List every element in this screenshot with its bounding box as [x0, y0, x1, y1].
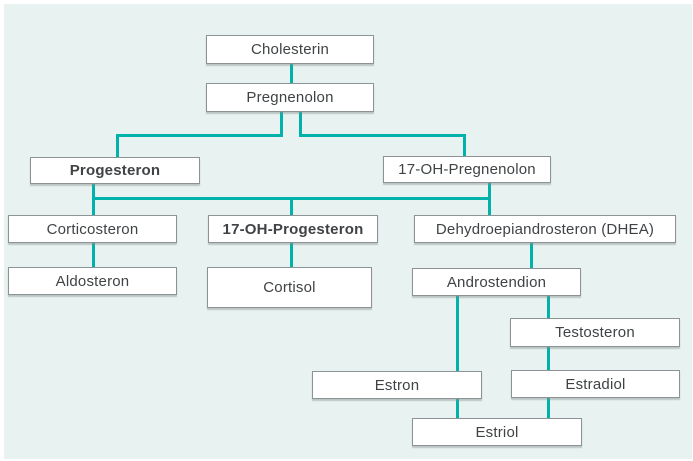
connector-17ohpregnenolon-dhea: [488, 182, 491, 215]
connector-dhea-androstendion: [530, 242, 533, 268]
connector-pregnenolon-17ohpregnenolon-riser: [463, 134, 466, 157]
node-progesteron: Progesteron: [30, 157, 200, 184]
node-cortisol: Cortisol: [207, 267, 372, 308]
connector-pregnenolon-17ohpregnenolon-drop: [299, 111, 302, 137]
connector-pregnenolon-progesteron-drop: [280, 111, 283, 137]
connector-corticosteron-aldosteron: [92, 242, 95, 268]
connector-testosteron-estradiol: [547, 347, 550, 371]
node-estron: Estron: [312, 371, 482, 399]
connector-estradiol-estriol: [547, 398, 550, 419]
connector-pregnenolon-17ohpregnenolon-elbow: [299, 134, 466, 137]
connector-rail-17ohprogesteron: [290, 197, 293, 215]
connector-pregnenolon-progesteron-elbow: [116, 134, 283, 137]
node-estriol: Estriol: [412, 418, 582, 446]
node-androstendion: Androstendion: [412, 268, 581, 296]
connector-estron-estriol: [456, 399, 459, 419]
node-aldosteron: Aldosteron: [8, 267, 177, 295]
node-pregnenolon: Pregnenolon: [206, 83, 374, 112]
node-cholesterin: Cholesterin: [206, 35, 374, 64]
node-17-oh-progesteron: 17-OH-Progesteron: [208, 215, 378, 243]
node-testosteron: Testosteron: [510, 318, 680, 347]
connector-pregnenolon-progesteron-riser: [116, 134, 119, 158]
node-estradiol: Estradiol: [511, 370, 680, 398]
node-dehydroepiandrosteron-dhea: Dehydroepiandrosteron (DHEA): [414, 215, 676, 243]
connector-androstendion-estron: [456, 295, 459, 372]
connector-17ohprogesteron-cortisol: [290, 242, 293, 268]
connector-cholesterin-pregnenolon: [290, 63, 293, 84]
connector-androstendion-testosteron: [547, 295, 550, 319]
node-17-oh-pregnenolon: 17-OH-Pregnenolon: [383, 156, 551, 183]
node-corticosteron: Corticosteron: [8, 215, 177, 243]
